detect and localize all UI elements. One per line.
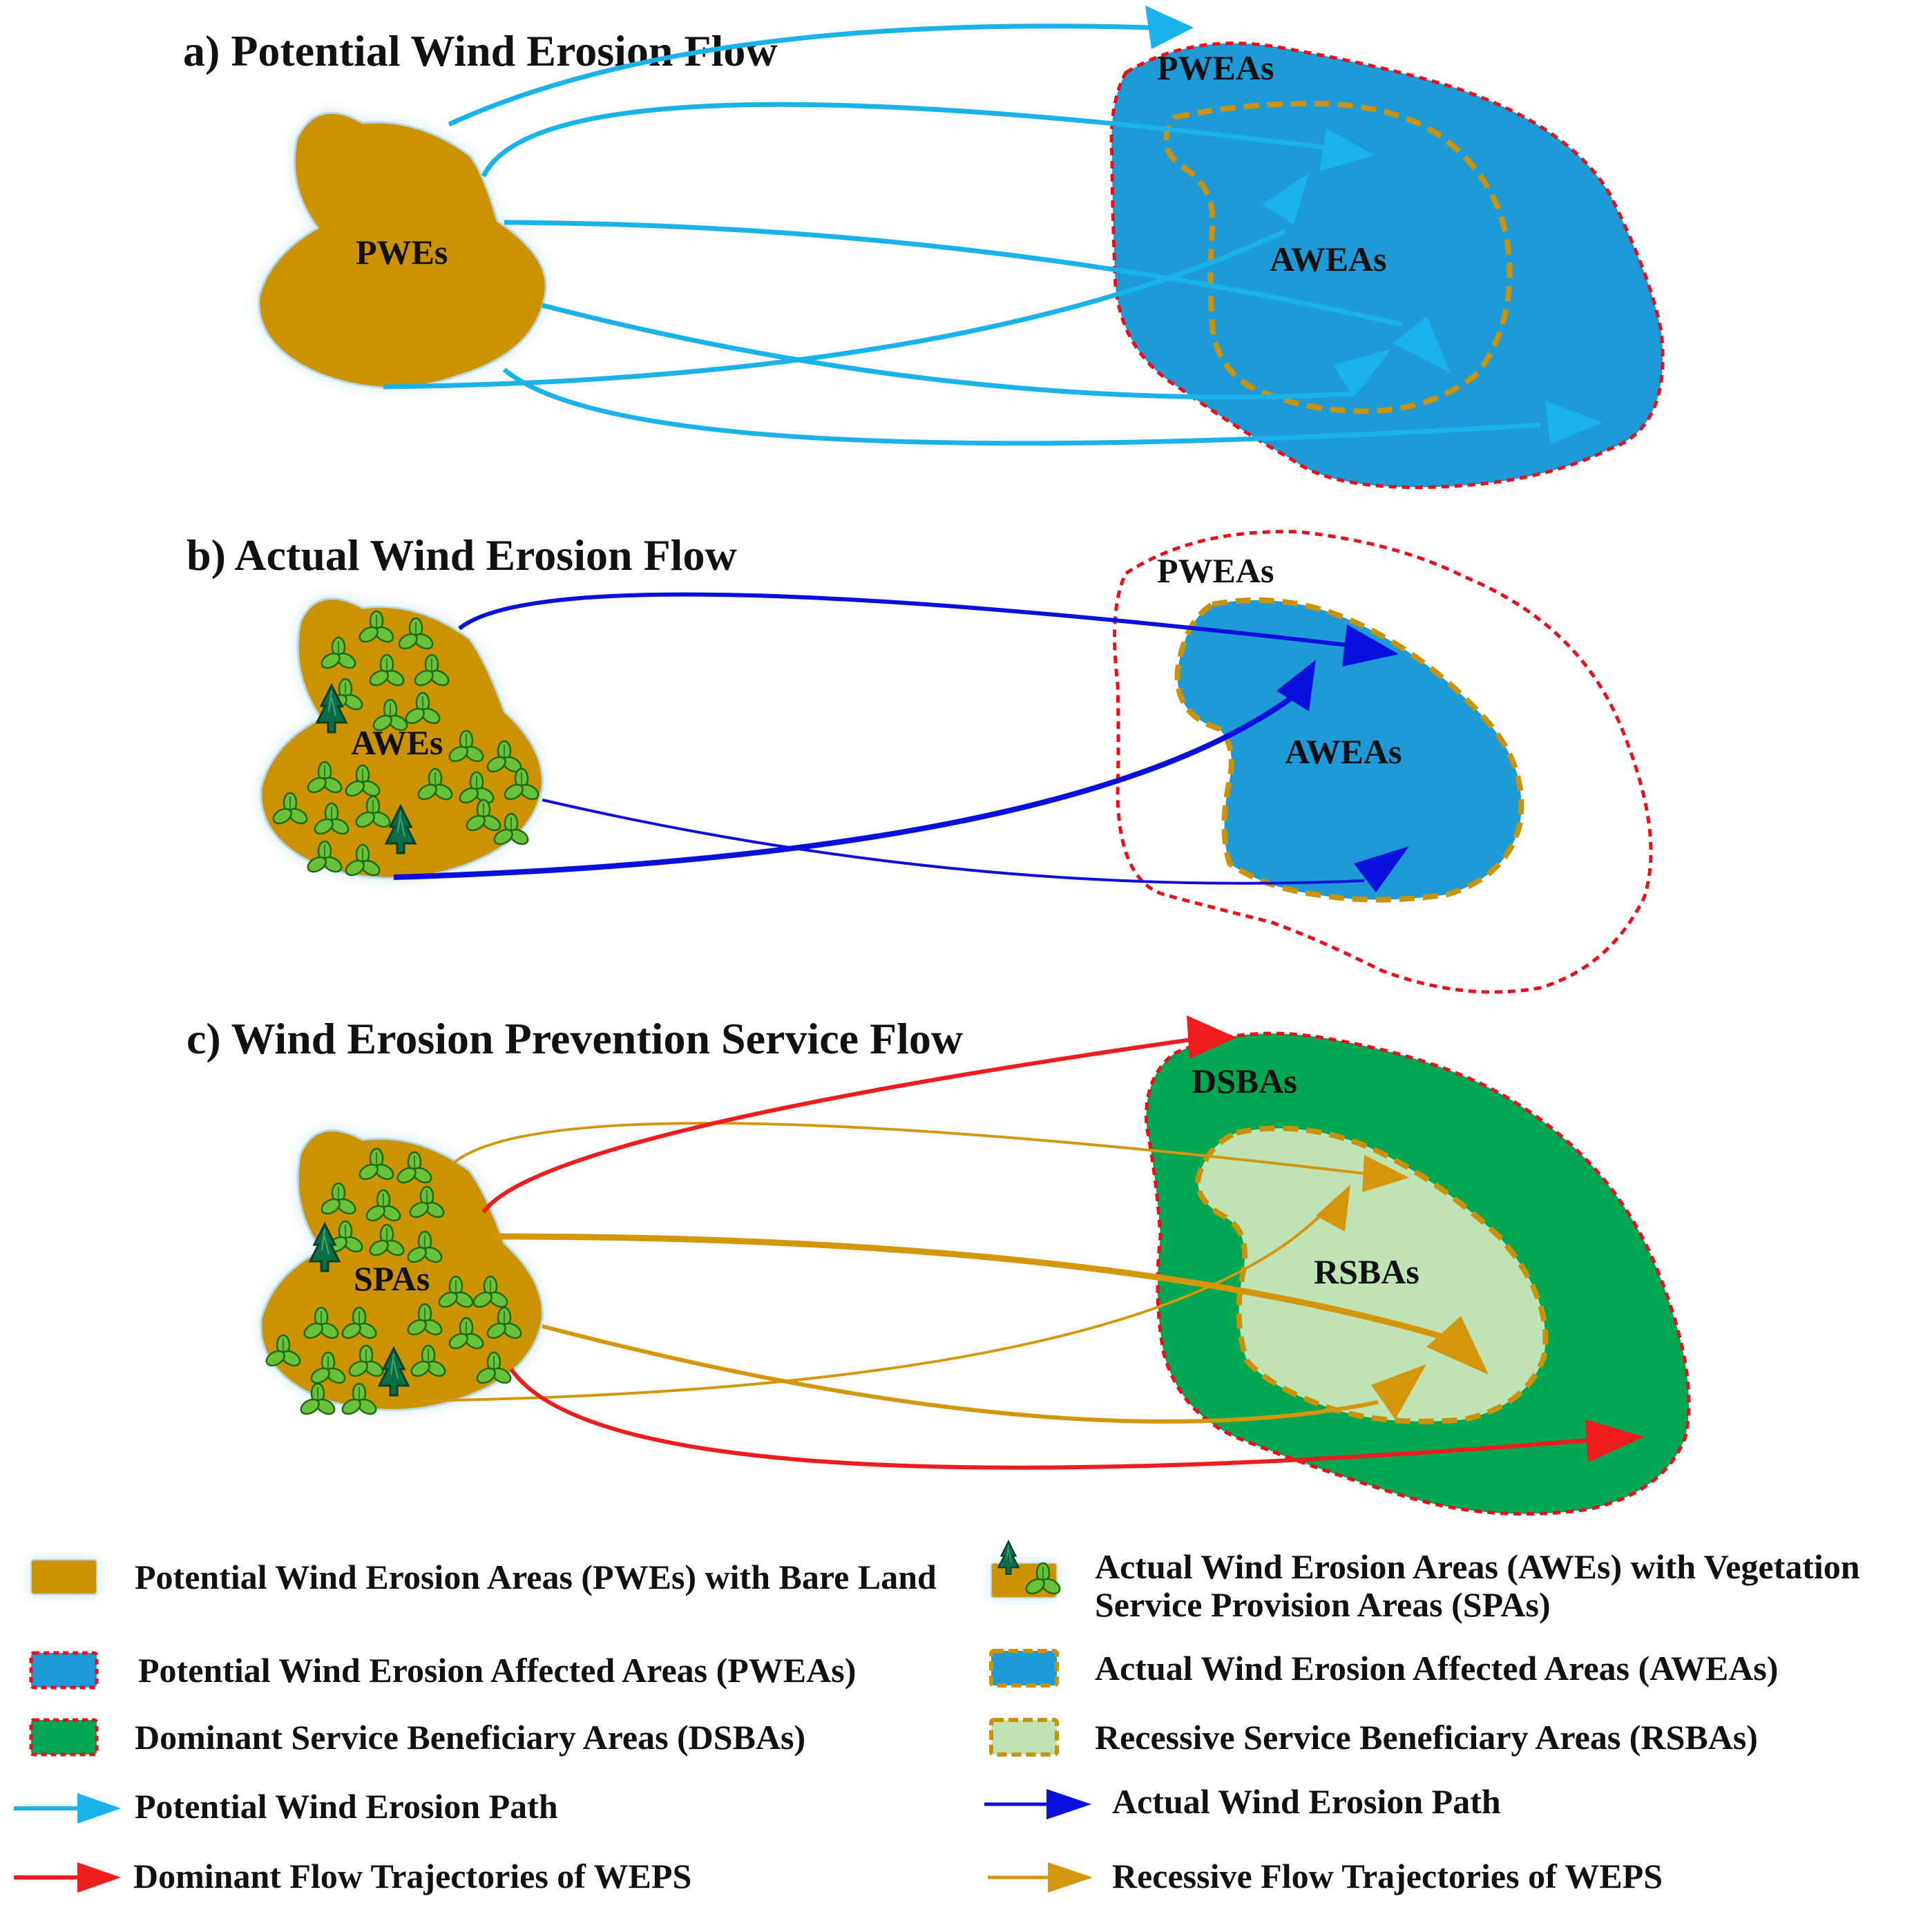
actual-path-3 bbox=[542, 799, 1365, 885]
recessive-flow-trajectories bbox=[421, 1122, 1455, 1424]
dominant-flow-2 bbox=[509, 1368, 1589, 1470]
legend: Potential Wind Erosion Areas (PWEs) with… bbox=[14, 1540, 1860, 1895]
dominant-flow-1 bbox=[481, 1038, 1192, 1214]
legend-label-potential-path: Potential Wind Erosion Path bbox=[135, 1787, 558, 1826]
pweas-label: PWEAs bbox=[1157, 551, 1274, 590]
legend-item-dominant-flow: Dominant Flow Trajectories of WEPS bbox=[14, 1857, 691, 1895]
potential-path-2 bbox=[481, 102, 1334, 178]
dsbas-label: DSBAs bbox=[1192, 1062, 1297, 1100]
legend-item-rsbas: Recessive Service Beneficiary Areas (RSB… bbox=[989, 1718, 1758, 1757]
arrowhead-icon bbox=[1393, 316, 1451, 373]
pwes-label: PWEs bbox=[356, 233, 448, 271]
arrowhead-icon bbox=[1333, 349, 1392, 397]
arrowhead-icon bbox=[1145, 6, 1194, 49]
dominant-flow-trajectories bbox=[481, 1038, 1589, 1470]
panel-a: a) Potential Wind Erosion Flow bbox=[183, 6, 1665, 489]
legend-label-pwes: Potential Wind Erosion Areas (PWEs) with… bbox=[135, 1558, 937, 1596]
potential-wind-erosion-paths bbox=[383, 23, 1541, 446]
arrow-right-icon bbox=[1048, 1862, 1093, 1893]
arrowhead-icon bbox=[1362, 1155, 1409, 1192]
legend-label-rsbas: Recessive Service Beneficiary Areas (RSB… bbox=[1095, 1718, 1758, 1757]
potential-path-6 bbox=[502, 367, 1541, 446]
arrowhead-icon bbox=[1545, 401, 1603, 444]
legend-item-actual-path: Actual Wind Erosion Path bbox=[984, 1782, 1501, 1821]
legend-item-dsbas: Dominant Service Beneficiary Areas (DSBA… bbox=[29, 1718, 805, 1757]
arrowhead-icon bbox=[1426, 1316, 1489, 1375]
legend-item-aweas: Actual Wind Erosion Affected Areas (AWEA… bbox=[989, 1649, 1778, 1688]
potential-path-3 bbox=[504, 220, 1403, 327]
panel-c-title: c) Wind Erosion Prevention Service Flow bbox=[186, 1014, 963, 1063]
pweas-region bbox=[1109, 41, 1665, 489]
legend-swatch-pweas bbox=[29, 1651, 99, 1690]
arrowhead-icon bbox=[1263, 173, 1309, 224]
actual-path-1 bbox=[458, 592, 1355, 648]
potential-path-4 bbox=[542, 303, 1355, 400]
potential-path-5 bbox=[383, 229, 1286, 390]
panel-b: b) Actual Wind Erosion Flow bbox=[186, 530, 1653, 994]
potential-path-1 bbox=[448, 23, 1151, 127]
aweas-label: AWEAs bbox=[1285, 732, 1402, 771]
legend-swatch-aweas bbox=[989, 1649, 1059, 1688]
legend-item-recessive-flow: Recessive Flow Trajectories of WEPS bbox=[988, 1857, 1663, 1895]
pweas-outline bbox=[1113, 530, 1653, 994]
recessive-flow-3 bbox=[542, 1324, 1379, 1424]
legend-label-spas: Service Provision Areas (SPAs) bbox=[1095, 1585, 1551, 1624]
aweas-label: AWEAs bbox=[1270, 240, 1386, 278]
legend-label-aweas: Actual Wind Erosion Affected Areas (AWEA… bbox=[1095, 1649, 1778, 1688]
legend-label-recessive-flow: Recessive Flow Trajectories of WEPS bbox=[1112, 1857, 1663, 1895]
legend-label-actual-path: Actual Wind Erosion Path bbox=[1112, 1782, 1501, 1821]
pwes-source bbox=[258, 111, 547, 389]
aweas-region bbox=[1163, 100, 1513, 414]
arrowhead-icon bbox=[1316, 1185, 1350, 1232]
legend-label-dsbas: Dominant Service Beneficiary Areas (DSBA… bbox=[135, 1718, 805, 1757]
actual-arrowheads bbox=[1276, 624, 1409, 892]
dominant-arrowheads bbox=[1187, 1015, 1644, 1462]
potential-arrowheads bbox=[1145, 6, 1603, 444]
legend-label-dominant-flow: Dominant Flow Trajectories of WEPS bbox=[133, 1857, 691, 1895]
arrowhead-icon bbox=[1354, 846, 1409, 892]
panel-a-title: a) Potential Wind Erosion Flow bbox=[183, 26, 778, 75]
legend-swatch-rsbas bbox=[989, 1718, 1059, 1757]
spas-label: SPAs bbox=[354, 1259, 430, 1298]
awes-source bbox=[260, 597, 544, 879]
recessive-flow-2 bbox=[491, 1233, 1455, 1344]
actual-path-2 bbox=[393, 695, 1294, 880]
legend-item-pwes: Potential Wind Erosion Areas (PWEs) with… bbox=[30, 1558, 937, 1596]
legend-item-pweas: Potential Wind Erosion Affected Areas (P… bbox=[29, 1651, 856, 1690]
recessive-flow-4 bbox=[421, 1197, 1338, 1402]
arrow-right-icon bbox=[77, 1862, 121, 1893]
recessive-arrowheads bbox=[1316, 1155, 1489, 1419]
arrowhead-icon bbox=[1371, 1364, 1426, 1419]
panel-c: c) Wind Erosion Prevention Service Flow bbox=[186, 1014, 1691, 1516]
aweas-region bbox=[1174, 597, 1524, 903]
arrow-right-icon bbox=[1046, 1789, 1091, 1819]
arrowhead-icon bbox=[1319, 128, 1375, 171]
legend-swatch-bare-land bbox=[30, 1559, 97, 1595]
arrow-right-icon bbox=[77, 1793, 121, 1824]
rsbas-label: RSBAs bbox=[1314, 1252, 1419, 1291]
arrowhead-icon bbox=[1276, 660, 1316, 711]
arrowhead-icon bbox=[1342, 624, 1399, 667]
legend-item-potential-path: Potential Wind Erosion Path bbox=[14, 1787, 558, 1826]
arrowhead-icon bbox=[1187, 1015, 1236, 1059]
legend-label-pweas: Potential Wind Erosion Affected Areas (P… bbox=[138, 1651, 856, 1690]
arrowhead-icon bbox=[1585, 1419, 1644, 1462]
panel-b-title: b) Actual Wind Erosion Flow bbox=[186, 530, 737, 580]
awes-label: AWEs bbox=[351, 723, 443, 762]
legend-item-awes: Actual Wind Erosion Areas (AWEs) with Ve… bbox=[991, 1540, 1860, 1624]
legend-label-awes: Actual Wind Erosion Areas (AWEs) with Ve… bbox=[1095, 1547, 1860, 1586]
pweas-label: PWEAs bbox=[1157, 48, 1274, 87]
actual-wind-erosion-paths bbox=[393, 592, 1365, 885]
legend-swatch-dsbas bbox=[29, 1718, 99, 1757]
spas-source bbox=[260, 1129, 544, 1418]
recessive-flow-1 bbox=[451, 1122, 1372, 1176]
